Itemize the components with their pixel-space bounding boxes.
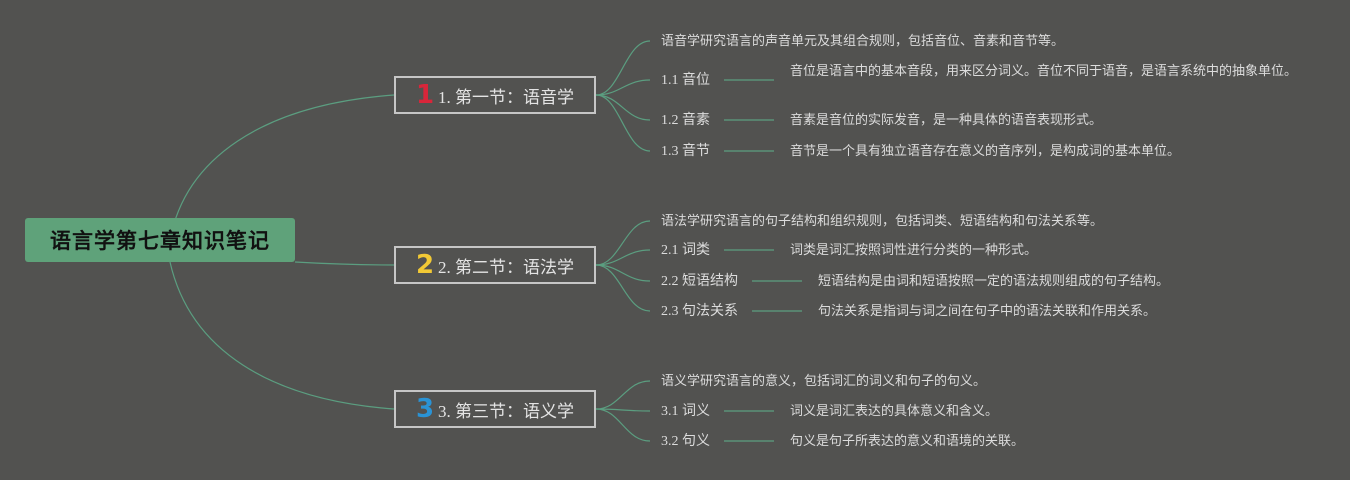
section-title: 3. 第三节：语义学 xyxy=(438,401,575,421)
section-description: 语法学研究语言的句子结构和组织规则，包括词类、短语结构和句法关系等。 xyxy=(661,214,1104,229)
section-connector xyxy=(595,94,651,152)
section-connector xyxy=(595,220,651,266)
section-description: 语音学研究语言的声音单元及其组合规则，包括音位、音素和音节等。 xyxy=(661,34,1065,49)
section-description: 语义学研究语言的意义，包括词汇的词义和句子的句义。 xyxy=(661,374,987,389)
section-title: 1. 第一节：语音学 xyxy=(438,87,575,107)
root-connector-1 xyxy=(169,94,395,241)
subtopic-detail: 音素是音位的实际发音，是一种具体的语音表现形式。 xyxy=(790,113,1103,128)
section-connector xyxy=(595,408,651,442)
section-connector xyxy=(595,264,651,312)
section-node-1[interactable]: 1 1. 第一节：语音学 xyxy=(394,76,596,114)
section-connector xyxy=(595,249,651,266)
root-node[interactable]: 语言学第七章知识笔记 xyxy=(25,218,295,262)
root-connector-3 xyxy=(169,261,395,410)
subtopic-label[interactable]: 2.3 句法关系 xyxy=(661,304,738,319)
subtopic-detail: 词类是词汇按照词性进行分类的一种形式。 xyxy=(790,243,1038,258)
number-1-icon: 1 xyxy=(415,80,435,110)
subtopic-detail: 词义是词汇表达的具体意义和含义。 xyxy=(790,404,999,419)
subtopic-detail: 短语结构是由词和短语按照一定的语法规则组成的句子结构。 xyxy=(818,274,1170,289)
section-node-2[interactable]: 2 2. 第二节：语法学 xyxy=(394,246,596,284)
subtopic-detail: 句法关系是指词与词之间在句子中的语法关联和作用关系。 xyxy=(818,304,1157,319)
section-title: 2. 第二节：语法学 xyxy=(438,257,575,277)
subtopic-label[interactable]: 2.2 短语结构 xyxy=(661,274,738,289)
number-2-icon: 2 xyxy=(415,250,435,280)
section-connector xyxy=(595,380,651,410)
number-3-icon: 3 xyxy=(415,394,435,424)
subtopic-detail: 句义是句子所表达的意义和语境的关联。 xyxy=(790,434,1025,449)
section-node-3[interactable]: 3 3. 第三节：语义学 xyxy=(394,390,596,428)
root-connector-2 xyxy=(294,261,395,266)
subtopic-label[interactable]: 1.2 音素 xyxy=(661,113,710,128)
subtopic-detail: 音位是语言中的基本音段，用来区分词义。音位不同于语音，是语言系统中的抽象单位。 xyxy=(790,64,1298,79)
section-connector xyxy=(595,40,651,96)
section-connector xyxy=(595,94,651,121)
section-connector xyxy=(595,79,651,96)
subtopic-detail: 音节是一个具有独立语音存在意义的音序列，是构成词的基本单位。 xyxy=(790,144,1181,159)
subtopic-label[interactable]: 1.3 音节 xyxy=(661,144,710,159)
subtopic-label[interactable]: 3.2 句义 xyxy=(661,434,710,449)
subtopic-label[interactable]: 3.1 词义 xyxy=(661,404,710,419)
subtopic-label[interactable]: 1.1 音位 xyxy=(661,73,710,88)
subtopic-label[interactable]: 2.1 词类 xyxy=(661,243,710,258)
root-title: 语言学第七章知识笔记 xyxy=(50,229,270,253)
section-connector xyxy=(595,264,651,282)
